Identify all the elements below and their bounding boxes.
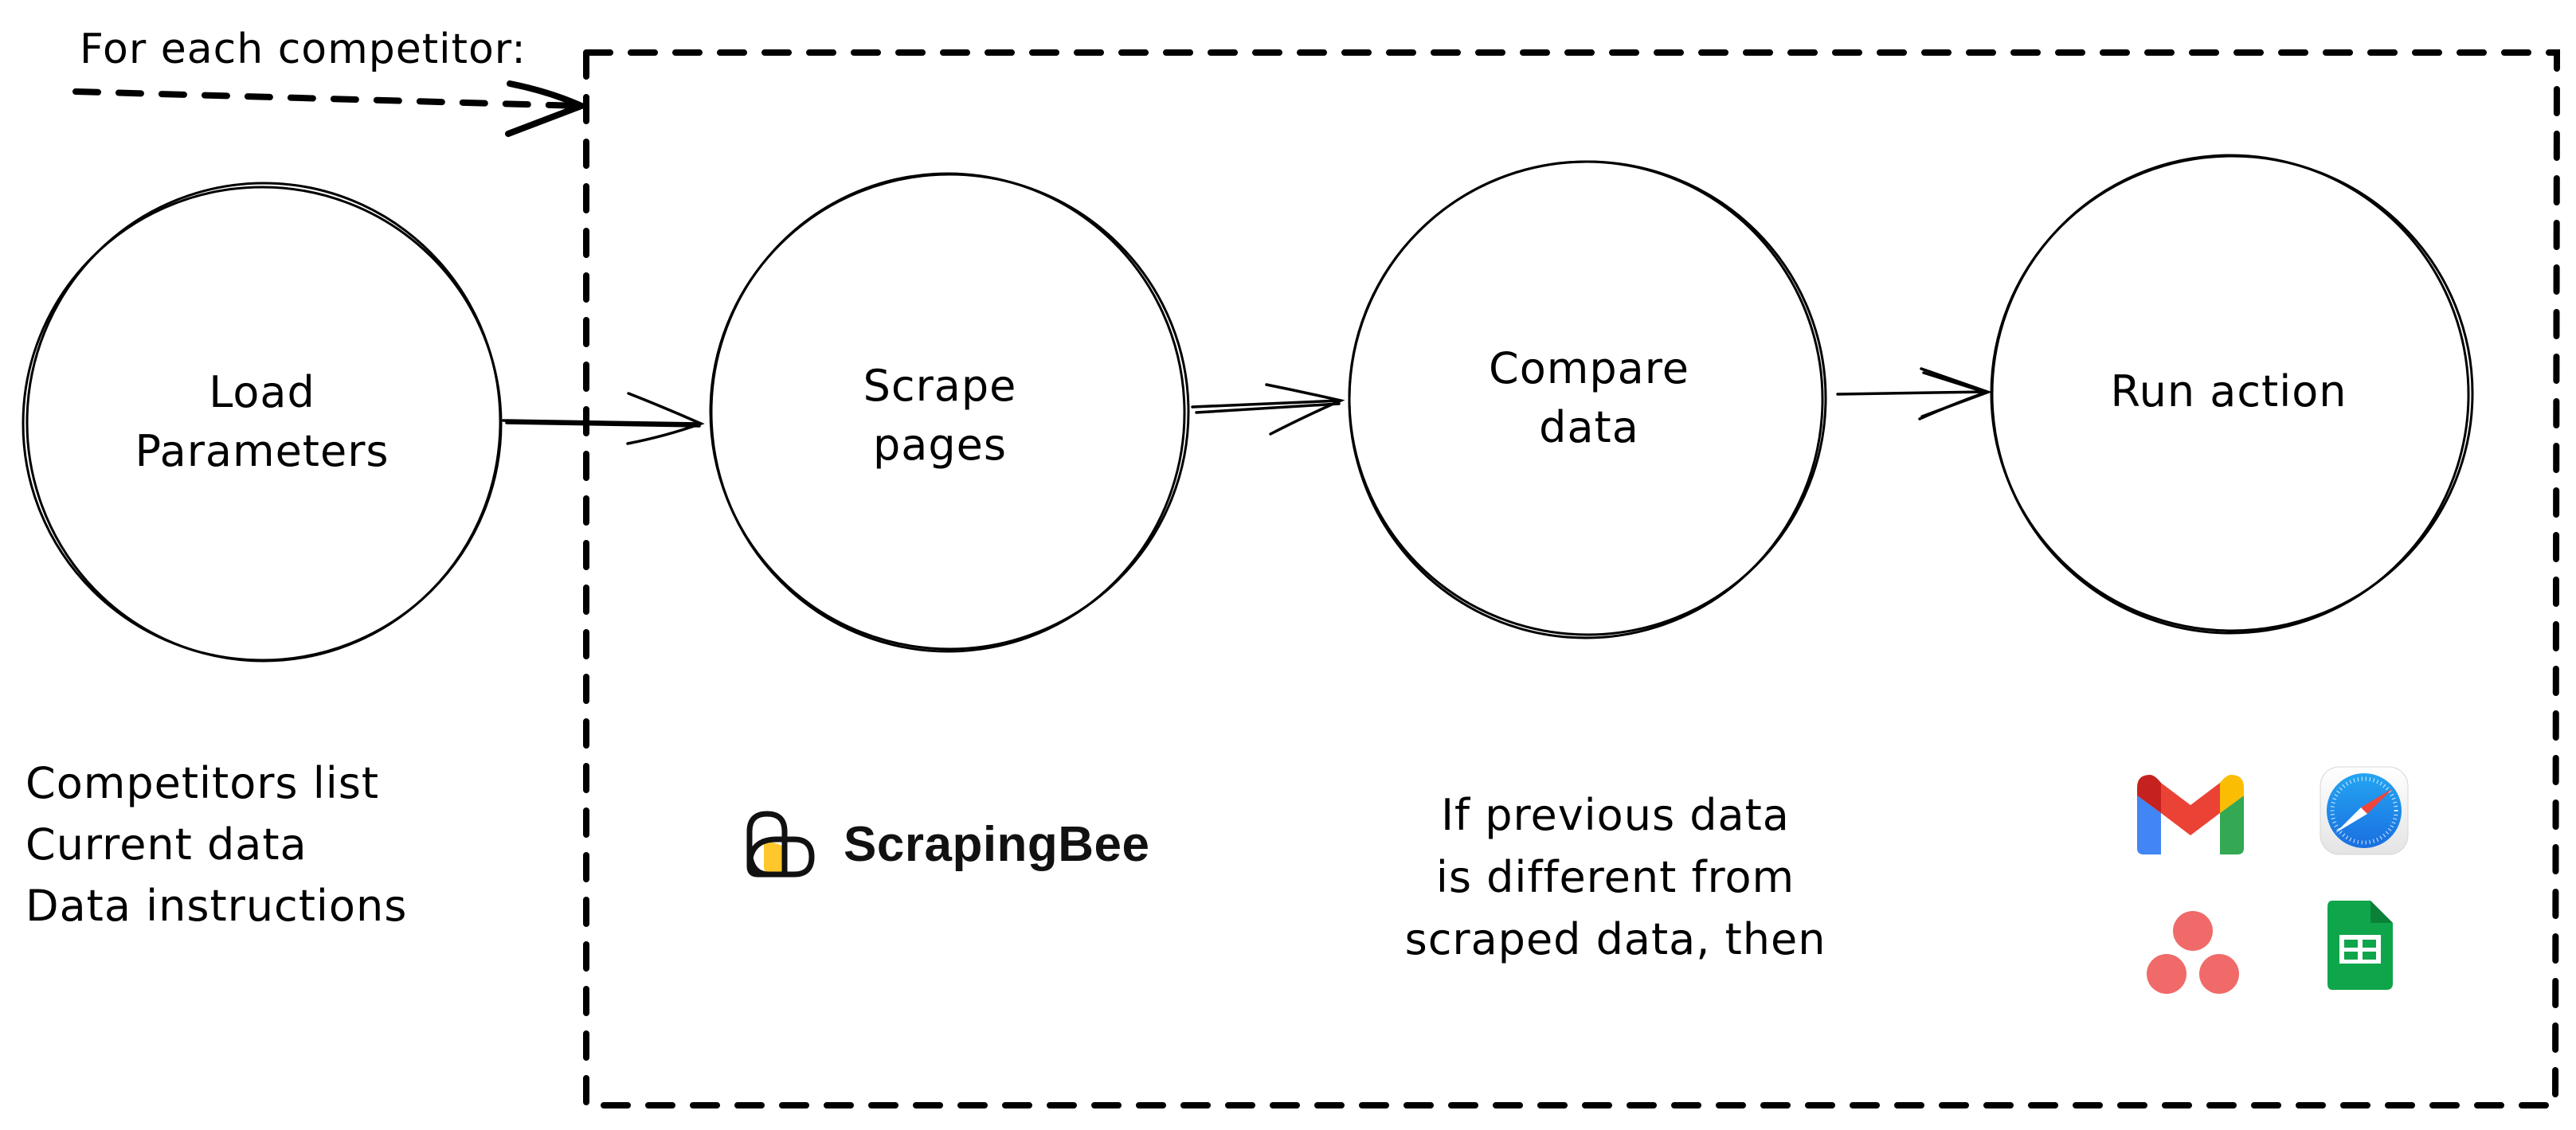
scrapingbee-logo-icon	[746, 811, 815, 878]
asana-icon	[2147, 911, 2239, 994]
safari-icon	[2320, 766, 2409, 855]
parameters-list: Competitors list Current data Data instr…	[25, 753, 407, 936]
arrow-load-to-scrape	[502, 392, 705, 445]
node-circle-scrape	[709, 172, 1190, 653]
node-scrape-line-1: Scrape	[863, 361, 1017, 411]
loop-label: For each competitor:	[80, 25, 527, 73]
node-compare-line-2: data	[1539, 402, 1639, 452]
gmail-icon	[2137, 775, 2244, 854]
node-circle-load	[22, 182, 503, 663]
condition-note: If previous data is different from scrap…	[1405, 784, 1826, 971]
node-circle-action	[1990, 154, 2474, 635]
scrapingbee-brand-name: ScrapingBee	[844, 816, 1150, 872]
condition-line: scraped data, then	[1404, 914, 1826, 964]
node-action[interactable]: Run action	[2111, 362, 2347, 421]
node-compare-line-1: Compare	[1489, 343, 1689, 393]
scrapingbee-brand: ScrapingBee	[745, 811, 1150, 878]
node-scrape-line-2: pages	[872, 420, 1008, 470]
google-sheets-icon	[2327, 901, 2393, 990]
node-action-line-1: Run action	[2110, 366, 2347, 416]
node-circle-compare	[1348, 160, 1827, 639]
node-compare[interactable]: Compare data	[1489, 339, 1689, 457]
parameter-item: Data instructions	[25, 881, 408, 931]
loop-container	[583, 49, 2561, 1108]
parameter-item: Competitors list	[25, 758, 380, 808]
parameter-item: Current data	[25, 819, 307, 870]
node-scrape[interactable]: Scrape pages	[863, 357, 1017, 475]
node-load-line-1: Load	[209, 367, 315, 417]
arrow-compare-to-action	[1836, 367, 1992, 420]
condition-line: If previous data	[1441, 790, 1790, 840]
node-load[interactable]: Load Parameters	[135, 363, 389, 481]
condition-line: is different from	[1435, 852, 1795, 902]
node-load-line-2: Parameters	[135, 426, 390, 476]
loop-entry-arrow	[72, 80, 590, 137]
arrow-scrape-to-compare	[1191, 383, 1345, 436]
